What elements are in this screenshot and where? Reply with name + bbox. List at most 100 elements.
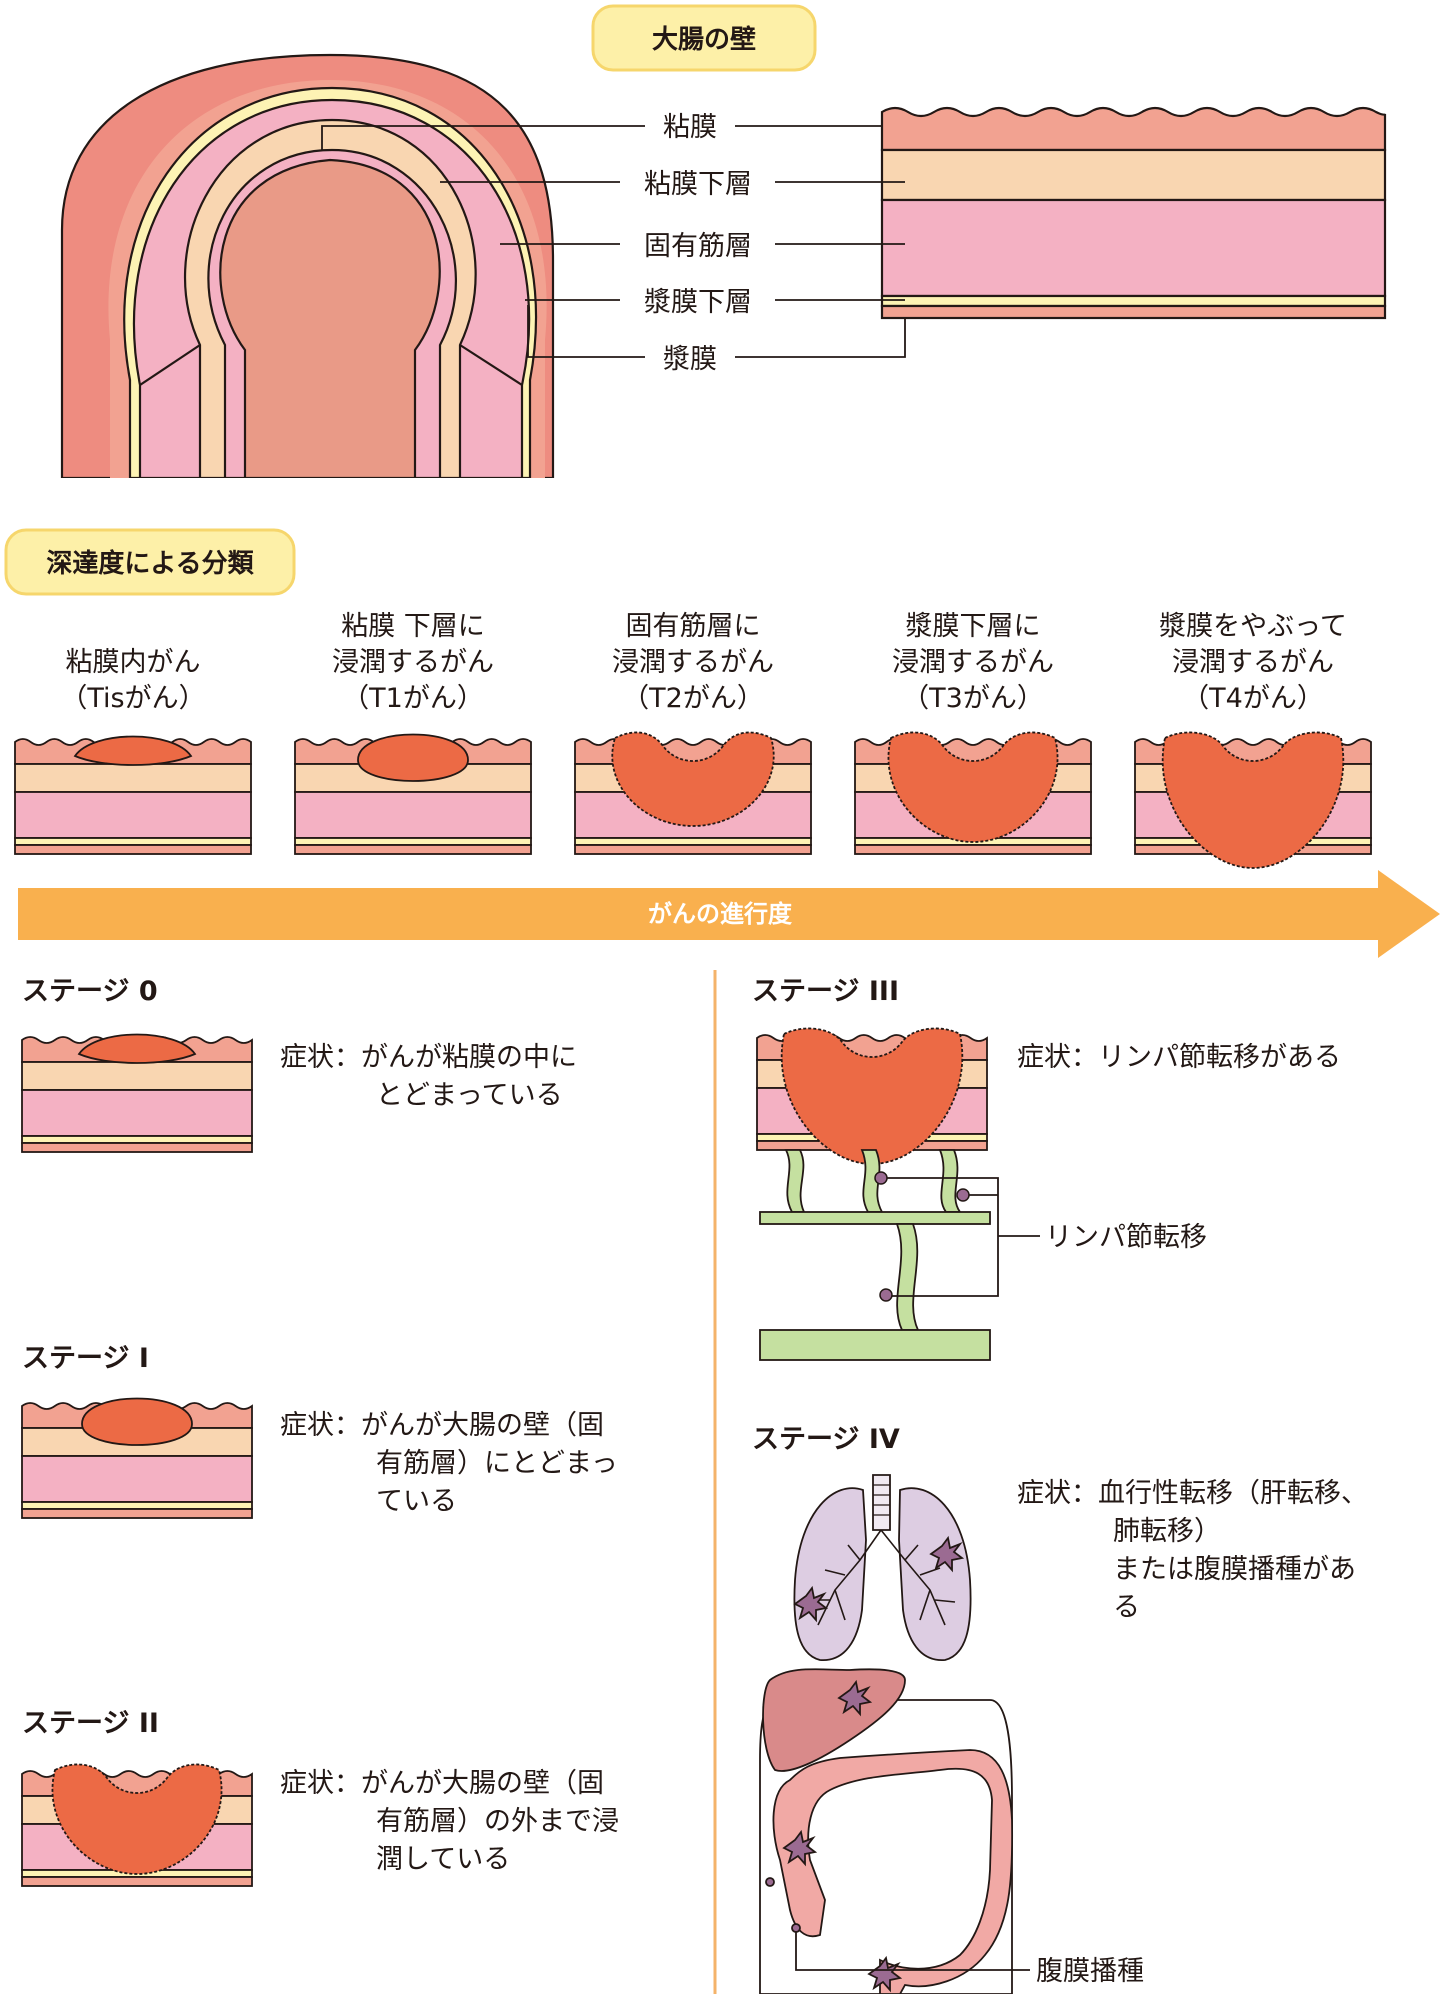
depth-column-3-line-0: 漿膜下層に: [906, 611, 1041, 642]
depth-column-0-muscle: [14, 791, 252, 839]
stage0-block-serosa: [21, 1142, 253, 1153]
depth-column-0-serosa: [14, 844, 252, 855]
lungs-illustration: [793, 1474, 972, 1661]
lung-metastasis-left: [793, 1585, 829, 1623]
label-submucosa: 粘膜下層: [644, 169, 752, 200]
layer-labels: 粘膜 粘膜下層 固有筋層 漿膜下層 漿膜: [644, 112, 752, 375]
stage2-symptom-line-0: 症状：がんが大腸の壁（固: [280, 1768, 604, 1799]
stage2-symptom-line-2: 潤している: [376, 1844, 510, 1875]
stage1-block-muscle: [21, 1455, 253, 1503]
depth-title-pill: 深達度による分類: [4, 528, 296, 596]
abdomen-illustration: [759, 1668, 1014, 1995]
label-mucosa: 粘膜: [663, 112, 717, 143]
strip-mucosa: [880, 106, 1387, 152]
depth-column-labels: 粘膜内がん（Tisがん）粘膜 下層に浸潤するがん（T1がん）固有筋層に浸潤するが…: [60, 611, 1346, 714]
strip-serosa-yellow: [880, 294, 1387, 308]
depth-column-2-line-2: （T2がん）: [622, 683, 764, 714]
lymph-node-2: [956, 1188, 970, 1202]
depth-column-3-serosa: [854, 844, 1092, 855]
stage3-symptom: 症状：リンパ節転移がある: [1017, 1042, 1341, 1073]
depth-column-3-line-1: 浸潤するがん: [892, 647, 1054, 678]
depth-column-2: [574, 731, 812, 855]
stage1-title: ステージ I: [22, 1343, 149, 1374]
depth-column-4-line-1: 浸潤するがん: [1172, 647, 1334, 678]
stage3-title: ステージ III: [752, 976, 899, 1007]
label-subserosa: 漿膜下層: [644, 287, 752, 318]
stage4-title: ステージ IV: [752, 1424, 900, 1455]
peritoneal-nodule-1: [765, 1877, 775, 1887]
stage3-block-tumor: [780, 1027, 964, 1165]
strip-submucosa: [880, 148, 1387, 202]
trachea: [872, 1474, 891, 1531]
stage3-wall-block: [756, 1027, 988, 1165]
depth-column-3-line-2: （T3がん）: [902, 683, 1044, 714]
stage1-wall-block: [21, 1397, 253, 1519]
peritoneal-callout-line: [795, 1932, 1030, 1971]
lumen: [219, 158, 441, 478]
lymph-vessel-upper: [759, 1211, 991, 1225]
depth-column-0: [14, 735, 252, 855]
liver: [762, 1668, 906, 1772]
progress-arrow-label: がんの進行度: [648, 900, 793, 928]
stage0-title: ステージ 0: [22, 976, 158, 1007]
depth-column-0-tumor: [73, 735, 193, 766]
stage2-wall-block: [21, 1763, 253, 1887]
depth-column-1-muscle: [294, 791, 532, 839]
depth-column-4-line-0: 漿膜をやぶって: [1159, 611, 1347, 642]
stage1-symptom-line-1: 有筋層）にとどまっ: [376, 1448, 618, 1479]
stage4-symptom-line-0: 症状：血行性転移（肝転移、: [1017, 1478, 1368, 1509]
lymph-callout-label: リンパ節転移: [1045, 1222, 1207, 1253]
stage0-block-submucosa: [21, 1061, 253, 1091]
lymph-node-3: [879, 1288, 893, 1302]
depth-column-0-subserosa: [14, 837, 252, 846]
stage3-symptom-line-0: 症状：リンパ節転移がある: [1017, 1042, 1341, 1073]
stage0-block-tumor: [77, 1033, 197, 1064]
stage0-block-muscle: [21, 1089, 253, 1137]
wall-title: 大腸の壁: [652, 24, 756, 55]
stage0-wall-block: [21, 1033, 253, 1153]
stage0-symptom-line-0: 症状：がんが粘膜の中に: [280, 1042, 577, 1073]
stage2-block-serosa: [21, 1876, 253, 1887]
colon-cross-section: [60, 53, 555, 478]
stage2-block-tumor: [51, 1763, 223, 1875]
depth-title: 深達度による分類: [46, 548, 254, 579]
peritoneal-nodule-2: [791, 1923, 801, 1933]
stage1-block-tumor: [81, 1397, 193, 1446]
stage4-symptom-line-3: る: [1113, 1592, 1140, 1623]
depth-column-2-line-1: 浸潤するがん: [612, 647, 774, 678]
depth-column-4-tumor: [1161, 731, 1345, 869]
lymph-nodes: [874, 1171, 970, 1302]
rectum-metastasis: [867, 1955, 903, 1993]
depth-column-2-line-0: 固有筋層に: [626, 611, 761, 642]
depth-column-0-line-0: 粘膜内がん: [66, 647, 201, 678]
depth-column-1-serosa: [294, 844, 532, 855]
depth-column-4-line-2: （T4がん）: [1182, 683, 1324, 714]
stage4-symptom-line-1: 肺転移）: [1113, 1516, 1221, 1547]
stage1-block-subserosa: [21, 1501, 253, 1510]
left-lung: [793, 1487, 867, 1661]
depth-column-1: [294, 733, 532, 855]
depth-wall-blocks: [14, 731, 1372, 869]
stage1-symptom-line-0: 症状：がんが大腸の壁（固: [280, 1410, 604, 1441]
depth-column-2-serosa: [574, 844, 812, 855]
depth-column-0-line-1: （Tisがん）: [60, 683, 205, 714]
lymph-node-1: [874, 1171, 888, 1185]
depth-column-1-line-1: 浸潤するがん: [332, 647, 494, 678]
layer-leader-lines: [321, 125, 906, 358]
wall-title-pill: 大腸の壁: [591, 4, 817, 72]
lymph-branch-3: [938, 1149, 962, 1213]
depth-column-2-tumor: [611, 731, 775, 827]
lymph-callout-lines: [887, 1177, 1040, 1297]
depth-column-1-line-2: （T1がん）: [342, 683, 484, 714]
stage0-block-subserosa: [21, 1135, 253, 1144]
stage0-symptom-line-1: とどまっている: [376, 1080, 563, 1111]
colon-metastasis: [782, 1829, 818, 1867]
lung-metastasis-right: [929, 1535, 965, 1573]
stage1-symptom-line-2: ている: [376, 1486, 457, 1517]
colon: [772, 1749, 1014, 1995]
depth-column-2-mucosa: [574, 738, 812, 765]
